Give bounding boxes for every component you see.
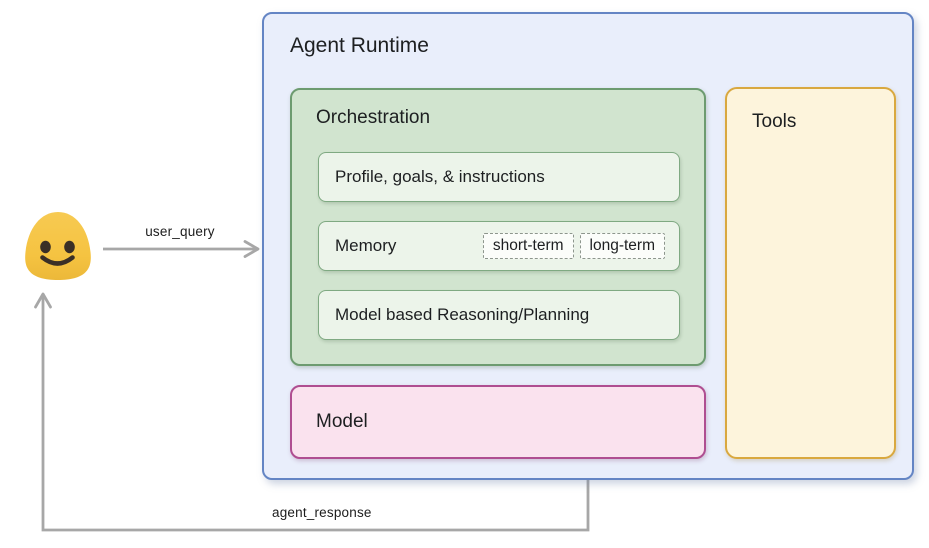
tools-title: Tools	[752, 111, 797, 132]
memory-box: Memory short-term long-term	[318, 221, 680, 271]
model-title: Model	[316, 411, 368, 432]
orchestration-title: Orchestration	[316, 107, 431, 128]
long-term-memory-chip: long-term	[579, 233, 665, 259]
profile-goals-instructions-box: Profile, goals, & instructions	[318, 152, 680, 202]
agent-runtime-title: Agent Runtime	[290, 34, 429, 57]
memory-label: Memory	[335, 236, 397, 255]
tools-box: Tools	[725, 87, 896, 459]
blob-body	[25, 212, 91, 280]
reasoning-planning-box: Model based Reasoning/Planning	[318, 290, 680, 340]
model-box: Model	[290, 385, 706, 459]
agent-response-label: agent_response	[272, 505, 372, 520]
short-term-memory-chip: short-term	[482, 233, 574, 259]
orchestration-box: Orchestration Profile, goals, & instruct…	[290, 88, 706, 366]
blob-smile	[40, 255, 75, 266]
user-blob-smiley-icon	[19, 208, 97, 286]
memory-chips: short-term long-term	[482, 233, 665, 259]
blob-left-eye	[40, 240, 51, 254]
profile-goals-instructions-label: Profile, goals, & instructions	[335, 167, 545, 186]
agent-runtime-box: Agent Runtime Orchestration Profile, goa…	[262, 12, 914, 480]
user-query-label: user_query	[145, 224, 215, 239]
blob-right-eye	[64, 240, 75, 254]
reasoning-planning-label: Model based Reasoning/Planning	[335, 305, 590, 324]
agent-response-arrowhead-icon	[34, 292, 52, 309]
user-query-arrowhead-icon	[243, 240, 260, 258]
